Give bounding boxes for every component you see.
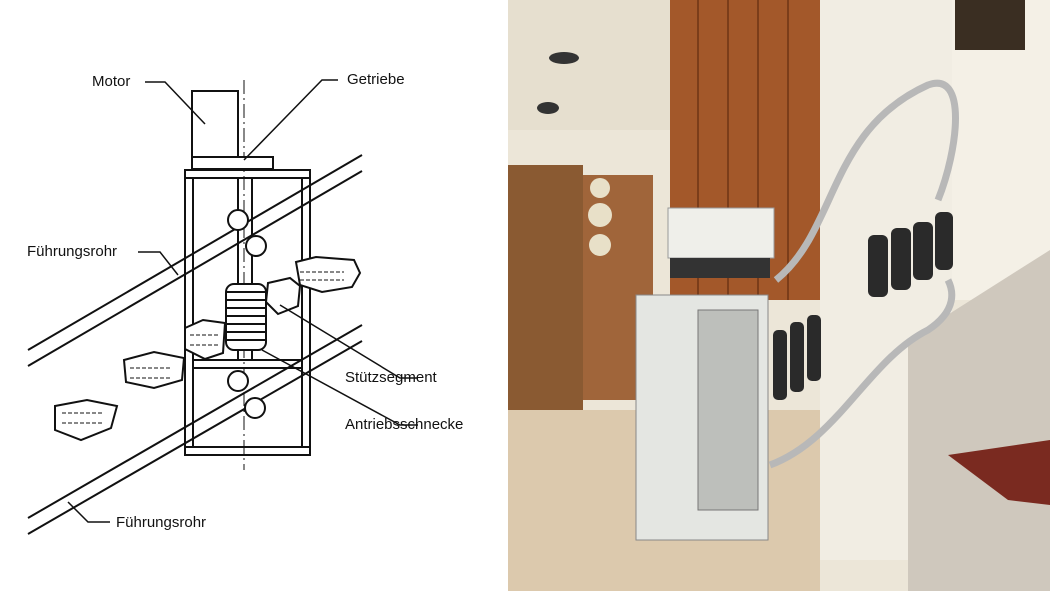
label-fuehrungsrohr-bottom: Führungsrohr — [116, 514, 207, 531]
support-segments — [54, 255, 362, 442]
leader-lines — [67, 79, 418, 523]
support-segments-photo — [773, 212, 953, 400]
gearbox-plate — [191, 156, 274, 170]
stairs — [908, 250, 1050, 591]
photo-svg — [508, 0, 1050, 591]
guide-rail — [773, 79, 959, 283]
carriage-frame — [184, 80, 311, 470]
label-antriebsschnecke: Antriebsschnecke — [345, 416, 464, 433]
roller-wheels — [227, 209, 267, 419]
lift-control-box — [667, 207, 775, 259]
ceiling — [508, 0, 678, 130]
technical-drawing: Motor Getriebe Führungsrohr Stützsegment… — [0, 0, 508, 591]
rug — [948, 440, 1050, 505]
label-motor: Motor — [92, 73, 131, 90]
label-fuehrungsrohr-top: Führungsrohr — [27, 243, 118, 260]
guide-rail-upper — [27, 154, 363, 367]
drawing-svg — [27, 79, 418, 535]
label-stuetzsegment: Stützsegment — [345, 369, 437, 386]
motor-box — [191, 90, 239, 158]
shelf-unit — [508, 165, 583, 410]
guide-rail-lower — [27, 324, 363, 535]
drive-worm — [225, 283, 267, 351]
label-getriebe: Getriebe — [347, 71, 405, 88]
stair-lift-photo — [508, 0, 1050, 591]
